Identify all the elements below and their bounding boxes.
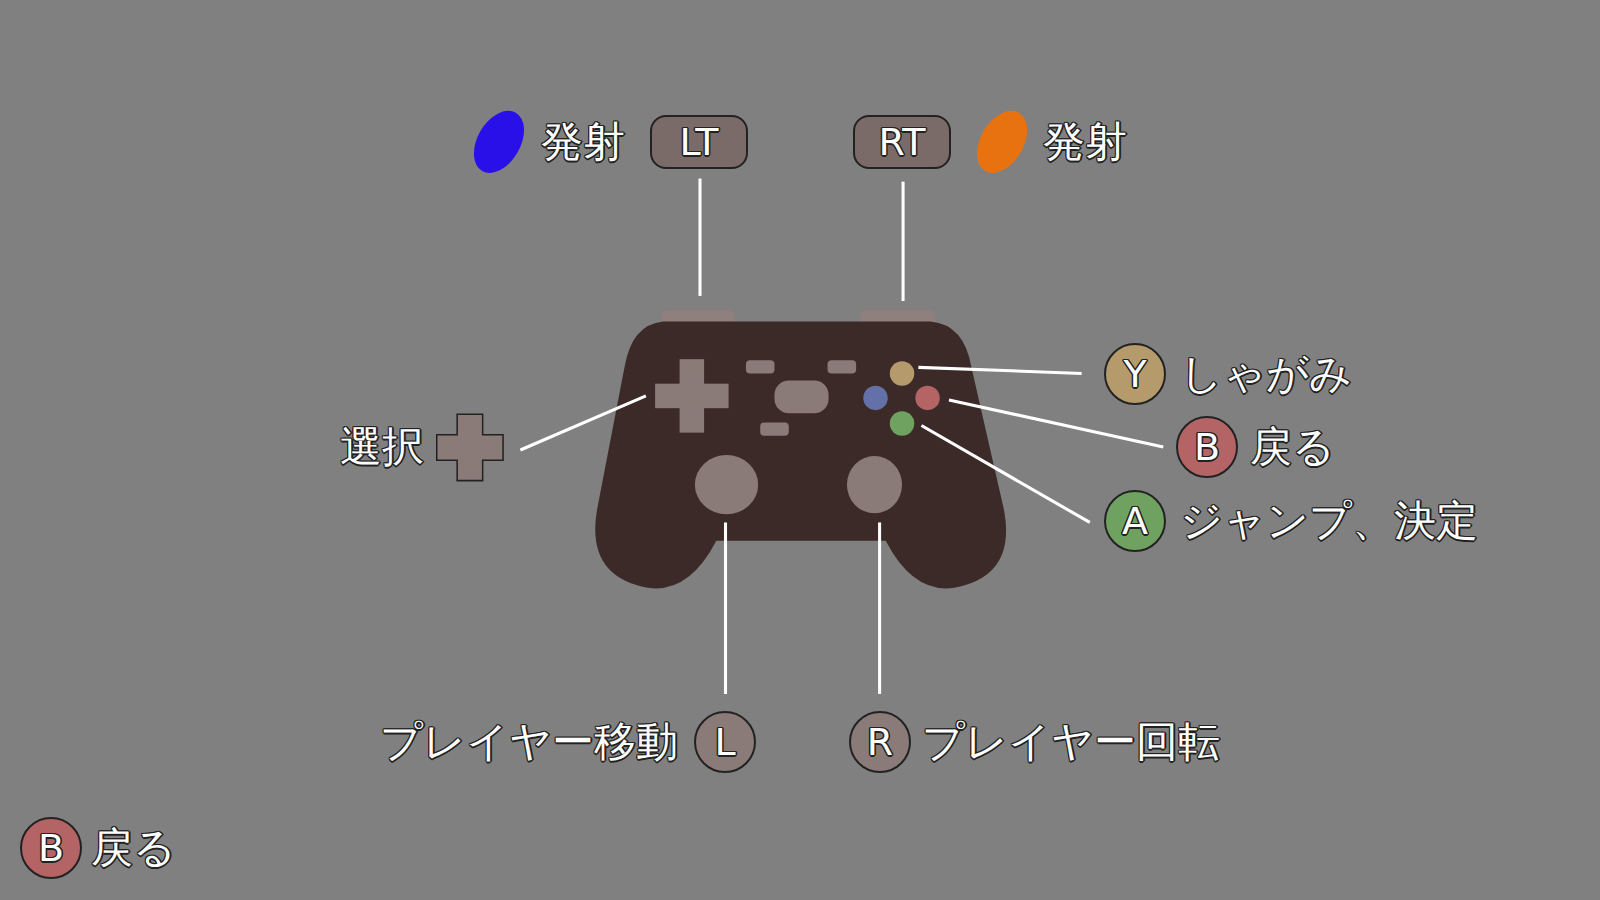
action-label: ジャンプ、決定 [1180,500,1478,542]
action-label: 発射 [1043,121,1127,163]
blue-shot-icon [464,102,535,182]
leader-line [520,396,646,450]
a-button [890,411,914,435]
button-name: B [1194,428,1220,466]
action-label: 戻る [1250,426,1335,468]
button-name: Y [1123,355,1146,393]
button-name: L [714,723,735,761]
action-label: 発射 [541,121,625,163]
action-label: プレイヤー移動 [380,721,678,763]
button-badge: Y [1104,343,1166,405]
small-button [746,360,775,373]
orange-shot-icon [967,102,1038,182]
leader-line [724,522,727,693]
dpad-icon [437,414,503,480]
b-button [915,386,939,410]
x-button [863,386,887,410]
button-badge: A [1104,490,1166,552]
action-label: しゃがみ [1180,353,1352,395]
left-stick [695,455,758,514]
button-name: A [1122,502,1148,540]
action-label: プレイヤー回転 [922,721,1220,763]
y-button [890,361,914,385]
leader-line [878,522,881,693]
trigger-badge: LT [650,115,748,169]
stick-badge: R [849,711,911,773]
button-name: R [867,723,893,761]
button-name: RT [879,123,926,161]
trigger-badge: RT [853,115,951,169]
small-button [760,422,789,435]
leader-line [902,182,905,301]
action-label: 選択 [340,426,424,468]
small-button [828,360,857,373]
right-stick [847,456,902,513]
dpad [655,384,728,408]
leader-line [698,179,701,296]
center-button [774,381,828,414]
leader-line [949,400,1163,447]
leader-line [918,367,1081,373]
stick-badge: L [694,711,756,773]
button-name: B [38,829,64,867]
action-label: 戻る [91,827,176,869]
button-name: LT [679,123,718,161]
button-badge: B [20,817,82,879]
leader-line [921,426,1089,523]
controller-body [595,321,1006,588]
button-badge: B [1176,416,1238,478]
